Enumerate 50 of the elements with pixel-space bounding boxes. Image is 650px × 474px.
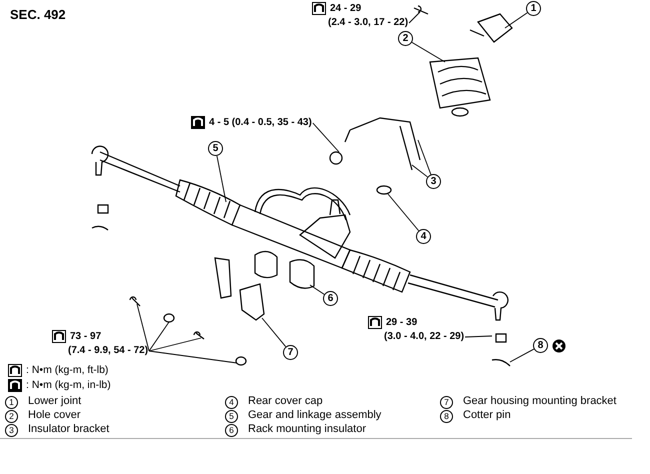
callout-number: 8: [440, 410, 453, 423]
leader-line: [412, 42, 446, 62]
callout-number: 7: [283, 345, 298, 360]
part-name: Cotter pin: [463, 409, 511, 421]
callout-number: 4: [225, 396, 238, 409]
leader-line: [504, 12, 528, 28]
sec-heading: SEC. 492: [10, 7, 66, 22]
torque-spec: (3.0 - 4.0, 22 - 29): [384, 330, 464, 344]
callout-number: 2: [398, 31, 413, 46]
leader-line: [148, 350, 238, 364]
part-name: Insulator bracket: [28, 423, 110, 435]
unit-note: : N•m (kg-m, ft-lb): [26, 364, 108, 376]
torque-spec: (2.4 - 3.0, 17 - 22): [328, 16, 408, 30]
part-name: Lower joint: [28, 395, 82, 407]
leader-line: [148, 322, 170, 352]
part-name: Gear housing mounting bracket: [463, 395, 616, 407]
leader-line: [312, 122, 340, 152]
callout-number: 3: [5, 424, 18, 437]
part-name: Rear cover cap: [248, 395, 323, 407]
leader-line: [388, 194, 420, 232]
callout-number: 1: [5, 396, 18, 409]
part-name: Hole cover: [28, 409, 81, 421]
leader-line: [310, 284, 325, 295]
torque-spec: 4 - 5 (0.4 - 0.5, 35 - 43): [209, 116, 312, 130]
callout-number: 3: [426, 174, 441, 189]
leader-line: [418, 140, 432, 175]
leader-line: [216, 155, 226, 202]
leader-line: [464, 336, 492, 338]
torque-spec: (7.4 - 9.9, 54 - 72): [68, 344, 148, 358]
leader-line: [148, 338, 202, 352]
leader-line: [412, 164, 428, 178]
callout-number: 7: [440, 396, 453, 409]
leader-line: [136, 304, 150, 352]
callout-number: 5: [225, 410, 238, 423]
part-name: Rack mounting insulator: [248, 423, 366, 435]
callout-number: 5: [208, 141, 223, 156]
callout-number: 6: [323, 291, 338, 306]
callout-number: 2: [5, 410, 18, 423]
callout-number: 8: [533, 338, 548, 353]
unit-note: : N•m (kg-m, in-lb): [26, 379, 111, 391]
torque-spec: 73 - 97: [70, 330, 102, 344]
leader-line: [408, 12, 420, 24]
leader-line: [262, 318, 286, 348]
torque-spec: 29 - 39: [386, 316, 418, 330]
part-name: Gear and linkage assembly: [248, 409, 382, 421]
leader-line: [510, 348, 534, 362]
callout-number: 1: [526, 1, 541, 16]
callout-number: 4: [416, 229, 431, 244]
callout-number: 6: [225, 424, 238, 437]
torque-spec: 24 - 29: [330, 2, 362, 16]
